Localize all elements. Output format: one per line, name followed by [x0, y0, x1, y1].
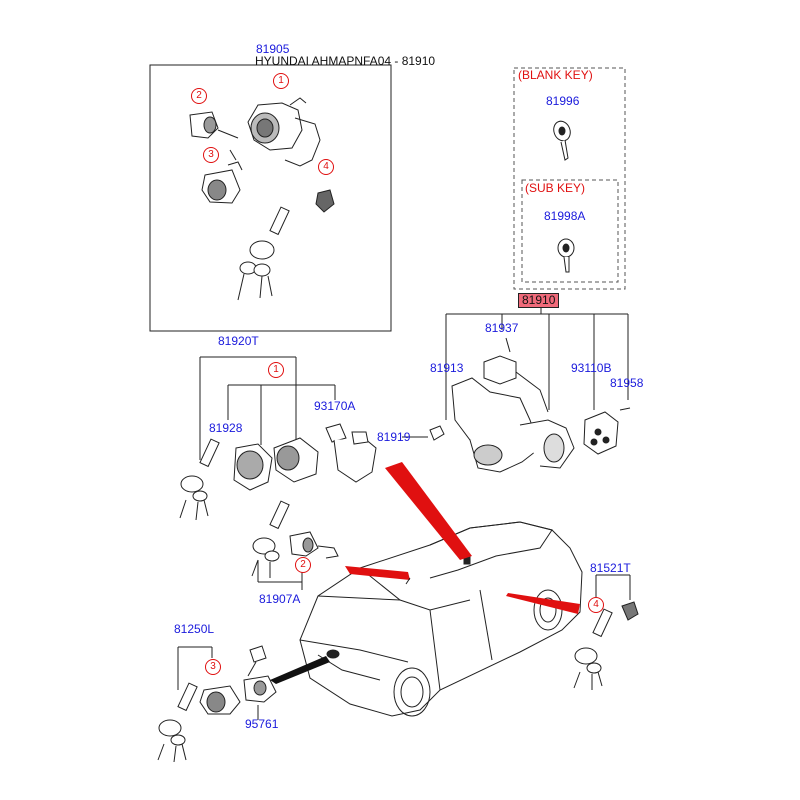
- part-label-95761[interactable]: 95761: [245, 717, 279, 731]
- blank-key-heading: (BLANK KEY): [518, 68, 593, 82]
- box-key-set-drawing: [237, 206, 290, 301]
- part-label-81910[interactable]: 81910: [518, 293, 560, 308]
- part-label-81913[interactable]: 81913: [430, 361, 464, 375]
- callout-4-group[interactable]: 4: [588, 597, 604, 613]
- black-arrow: [270, 656, 330, 684]
- sub-key-drawing: [557, 238, 575, 273]
- callout-3-assembly[interactable]: 3: [203, 147, 219, 163]
- part-label-81937[interactable]: 81937: [485, 321, 519, 335]
- part-label-81919[interactable]: 81919: [377, 430, 411, 444]
- group4-key-set-drawing: [573, 608, 613, 690]
- group2-key-set-drawing: [251, 500, 290, 578]
- red-arrows: [345, 462, 580, 614]
- diagram-title: HYUNDAI AHMAPNFA04 - 81910: [255, 54, 436, 68]
- group1-key-set-drawing: [179, 438, 220, 521]
- assembly-kit-box: [149, 64, 392, 332]
- callout-1-assembly[interactable]: 1: [273, 73, 289, 89]
- callout-4-assembly[interactable]: 4: [318, 159, 334, 175]
- group4-bulb-drawing: [621, 601, 639, 621]
- box-trunk-cylinder-drawing: [201, 161, 243, 204]
- group1-harness-drawing: [325, 423, 377, 483]
- part-label-81958[interactable]: 81958: [610, 376, 644, 390]
- box-bulb-drawing: [315, 189, 335, 213]
- part-label-81521T[interactable]: 81521T: [590, 561, 631, 575]
- group3-key-set-drawing: [157, 682, 198, 763]
- part-label-81250L[interactable]: 81250L: [174, 622, 215, 636]
- part-label-81905: 81905: [256, 42, 290, 56]
- sub-key-kit-box: [521, 179, 619, 283]
- car-drawing: [299, 521, 583, 717]
- part-label-93170A[interactable]: 93170A: [314, 399, 356, 413]
- box-door-cylinder-drawing: [189, 111, 239, 161]
- part-label-93110B[interactable]: 93110B: [571, 361, 612, 375]
- ignition-assembly-drawing: [429, 337, 631, 473]
- group1-cylinder-drawing: [233, 437, 319, 491]
- group3-trunk-cylinder-drawing: [199, 645, 277, 715]
- part-label-81907A[interactable]: 81907A: [259, 592, 301, 606]
- callout-2-group[interactable]: 2: [295, 557, 311, 573]
- callout-2-assembly[interactable]: 2: [191, 88, 207, 104]
- box-ignition-lock-drawing: [247, 97, 321, 167]
- blank-key-drawing: [553, 120, 571, 161]
- group2-door-cylinder-drawing: [289, 531, 339, 559]
- part-label-81920T[interactable]: 81920T: [218, 334, 259, 348]
- blank-key-kit-box: [513, 67, 626, 290]
- callout-1-group[interactable]: 1: [268, 362, 284, 378]
- part-label-81996[interactable]: 81996: [546, 94, 580, 108]
- part-label-81928[interactable]: 81928: [209, 421, 243, 435]
- part-label-81998A[interactable]: 81998A: [544, 209, 586, 223]
- callout-3-group[interactable]: 3: [205, 659, 221, 675]
- sub-key-heading: (SUB KEY): [525, 181, 586, 195]
